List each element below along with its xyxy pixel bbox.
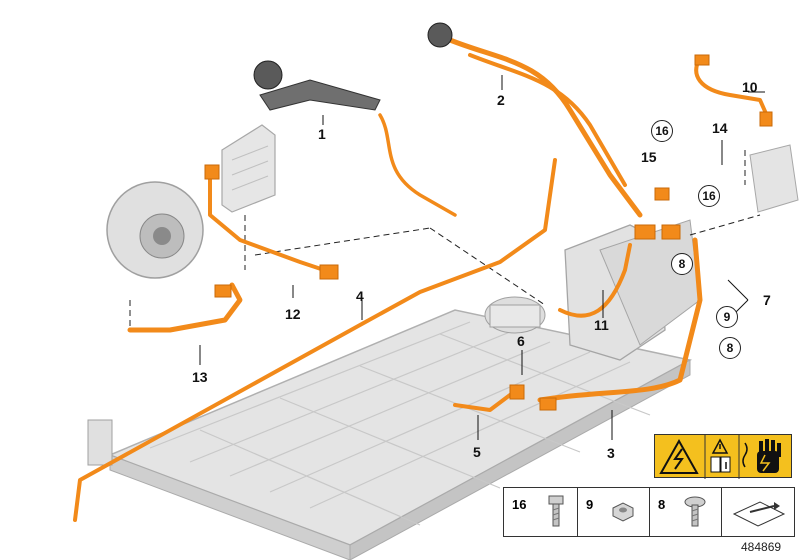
compressor-unit	[484, 296, 546, 334]
legend-item-bolt: 16	[504, 488, 578, 536]
charging-socket	[87, 419, 113, 466]
power-electronics-left	[221, 124, 276, 213]
legend-item-nut: 9	[578, 488, 650, 536]
legend-item-arrow	[722, 488, 794, 536]
read-manual-icon	[710, 456, 731, 473]
callout-13: 13	[192, 369, 208, 385]
callout-15: 15	[641, 149, 657, 165]
callout-12: 12	[285, 306, 301, 322]
callout-8-upper: 8	[671, 253, 693, 275]
next-page-arrow-icon	[732, 501, 786, 527]
callout-10: 10	[742, 79, 758, 95]
screw-icon	[684, 496, 706, 527]
legend-label-8: 8	[658, 497, 666, 512]
battery-pack	[107, 309, 693, 560]
electronics-unit	[564, 219, 701, 361]
electric-motor	[106, 181, 204, 279]
square-nut-icon	[612, 502, 634, 522]
callout-1: 1	[318, 126, 326, 142]
callout-9: 9	[716, 306, 738, 328]
high-voltage-warning-icon	[659, 438, 699, 474]
wiring-harness-1	[253, 60, 381, 111]
callout-2: 2	[497, 92, 505, 108]
callout-3: 3	[607, 445, 615, 461]
right-module	[749, 144, 799, 213]
bolt-icon	[548, 495, 564, 527]
relation-lines	[129, 150, 761, 330]
legend-label-16: 16	[512, 497, 527, 512]
callout-16-upper: 16	[651, 120, 673, 142]
callout-4: 4	[356, 288, 364, 304]
callout-8-lower: 8	[719, 337, 741, 359]
caution-triangle-icon	[711, 438, 729, 454]
do-not-touch-hand-icon	[742, 439, 781, 473]
fastener-legend: 16 9 8	[503, 487, 795, 537]
callout-5: 5	[473, 444, 481, 460]
callout-6: 6	[517, 333, 525, 349]
callout-16-lower: 16	[698, 185, 720, 207]
callout-11: 11	[594, 317, 609, 333]
high-voltage-warning-label	[654, 434, 792, 479]
cables	[73, 37, 770, 522]
legend-label-9: 9	[586, 497, 594, 512]
legend-item-screw: 8	[650, 488, 722, 536]
callout-7: 7	[763, 292, 771, 308]
callout-14: 14	[712, 120, 728, 136]
connectors	[204, 54, 773, 411]
wiring-harness-2-head	[427, 22, 453, 48]
diagram-number: 484869	[741, 540, 782, 554]
